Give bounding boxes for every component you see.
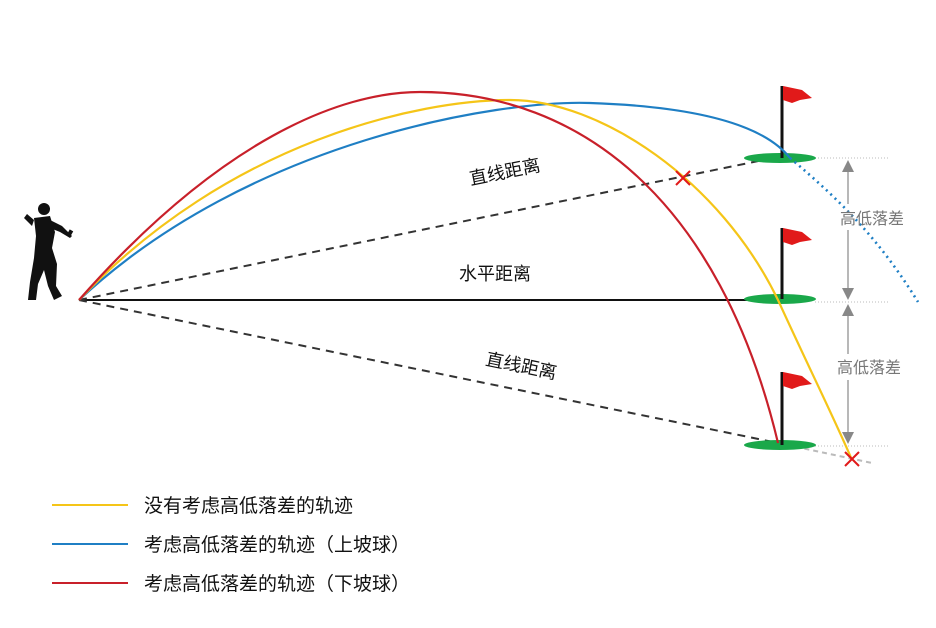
legend-label-downhill: 考虑高低落差的轨迹（下坡球） bbox=[144, 573, 410, 595]
legend-item-no-slope: 没有考虑高低落差的轨迹 bbox=[52, 495, 353, 517]
height-difference-label-lower: 高低落差 bbox=[837, 358, 901, 377]
height-guide-lines bbox=[815, 157, 890, 447]
golf-flag-icon-lower bbox=[780, 372, 812, 445]
golfer-silhouette-icon bbox=[24, 203, 74, 300]
legend: 没有考虑高低落差的轨迹 考虑高低落差的轨迹（上坡球） 考虑高低落差的轨迹（下坡球… bbox=[52, 495, 410, 595]
green-lower bbox=[744, 440, 816, 450]
straight-distance-label-upper: 直线距离 bbox=[468, 155, 543, 190]
trajectory-uphill-blue bbox=[78, 101, 791, 301]
trajectory-uphill-blue-extension bbox=[789, 157, 920, 303]
height-difference-label-upper: 高低落差 bbox=[840, 209, 904, 228]
legend-label-no-slope: 没有考虑高低落差的轨迹 bbox=[144, 495, 353, 517]
legend-item-downhill: 考虑高低落差的轨迹（下坡球） bbox=[52, 573, 410, 595]
straight-distance-line-upper bbox=[78, 156, 779, 301]
horizontal-distance-label: 水平距离 bbox=[459, 264, 531, 285]
x-mark-icon-lower bbox=[844, 451, 860, 467]
golf-flag-icon-upper bbox=[780, 86, 812, 158]
x-mark-icon-upper bbox=[675, 170, 691, 186]
green-upper bbox=[744, 153, 816, 163]
legend-label-uphill: 考虑高低落差的轨迹（上坡球） bbox=[144, 534, 410, 556]
straight-distance-line-lower bbox=[78, 299, 779, 444]
trajectory-no-slope-yellow bbox=[78, 98, 854, 461]
golf-flag-icon-middle bbox=[780, 228, 812, 299]
legend-item-uphill: 考虑高低落差的轨迹（上坡球） bbox=[52, 534, 410, 556]
lower-miss-extension bbox=[777, 442, 873, 464]
green-middle bbox=[744, 294, 816, 304]
trajectory-downhill-red bbox=[78, 90, 780, 444]
straight-distance-label-lower: 直线距离 bbox=[484, 349, 559, 384]
